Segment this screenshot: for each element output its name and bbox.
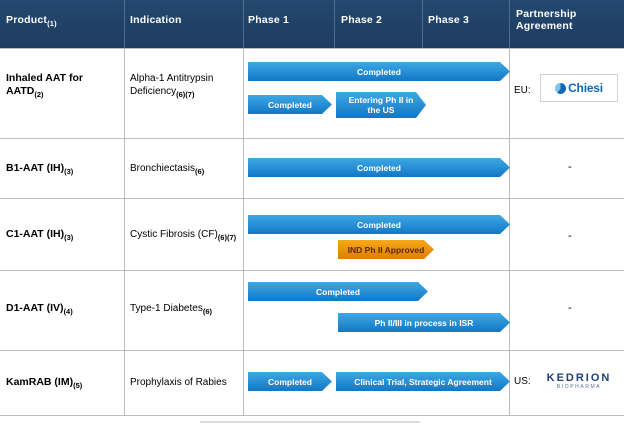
header-phase3: Phase 3 (428, 14, 470, 26)
bar-row2-ind-approved[interactable]: IND Ph II Approved (338, 240, 434, 259)
row-product-3: D1-AAT (IV)(4) (6, 302, 73, 317)
header-product: Product(1) (6, 14, 57, 29)
partnership-label-2: - (568, 230, 572, 242)
bar-row2-completed[interactable]: Completed (248, 215, 510, 234)
kedrion-wordmark: KEDRION BIOPHARMA (546, 372, 612, 390)
chiesi-logo: Chiesi (540, 74, 618, 102)
row-indication-2: Cystic Fibrosis (CF)(6)(7) (130, 229, 237, 242)
bar-row0-entering-ph2[interactable]: Entering Ph II in the US (336, 92, 426, 118)
header-phase2: Phase 2 (341, 14, 383, 26)
footer-rule (200, 421, 420, 423)
partnership-label-4: US: (514, 376, 531, 387)
row-product-1: B1-AAT (IH)(3) (6, 162, 74, 177)
bar-row3-completed[interactable]: Completed (248, 282, 428, 301)
header-phase1: Phase 1 (248, 14, 290, 26)
bar-row0-completed-full[interactable]: Completed (248, 62, 510, 81)
row-indication-3: Type-1 Diabetes(6) (130, 303, 212, 316)
row-indication-0: Alpha-1 Antitrypsin Deficiency(6)(7) (130, 73, 214, 99)
chiesi-swirl-icon (555, 82, 567, 94)
row-product-4: KamRAB (IM)(5) (6, 376, 83, 391)
partnership-label-1: - (568, 161, 572, 173)
chiesi-wordmark: Chiesi (555, 81, 603, 95)
partnership-label-3: - (568, 302, 572, 314)
bar-row4-completed[interactable]: Completed (248, 372, 332, 391)
header-indication: Indication (130, 14, 182, 26)
bar-row3-ph23-isr[interactable]: Ph II/III in process in ISR (338, 313, 510, 332)
row-product-2: C1-AAT (IH)(3) (6, 228, 74, 243)
partnership-label-0: EU: (514, 85, 531, 96)
table-header: Product(1) Indication Phase 1 Phase 2 Ph… (0, 0, 624, 48)
bar-row0-completed-ph1[interactable]: Completed (248, 95, 332, 114)
bar-row4-clinical-trial[interactable]: Clinical Trial, Strategic Agreement (336, 372, 510, 391)
row-indication-1: Bronchiectasis(6) (130, 163, 205, 176)
row-product-0: Inhaled AAT for AATD(2) (6, 72, 83, 100)
kedrion-logo: KEDRION BIOPHARMA (540, 366, 618, 396)
bar-row1-completed[interactable]: Completed (248, 158, 510, 177)
row-indication-4: Prophylaxis of Rabies (130, 377, 227, 388)
